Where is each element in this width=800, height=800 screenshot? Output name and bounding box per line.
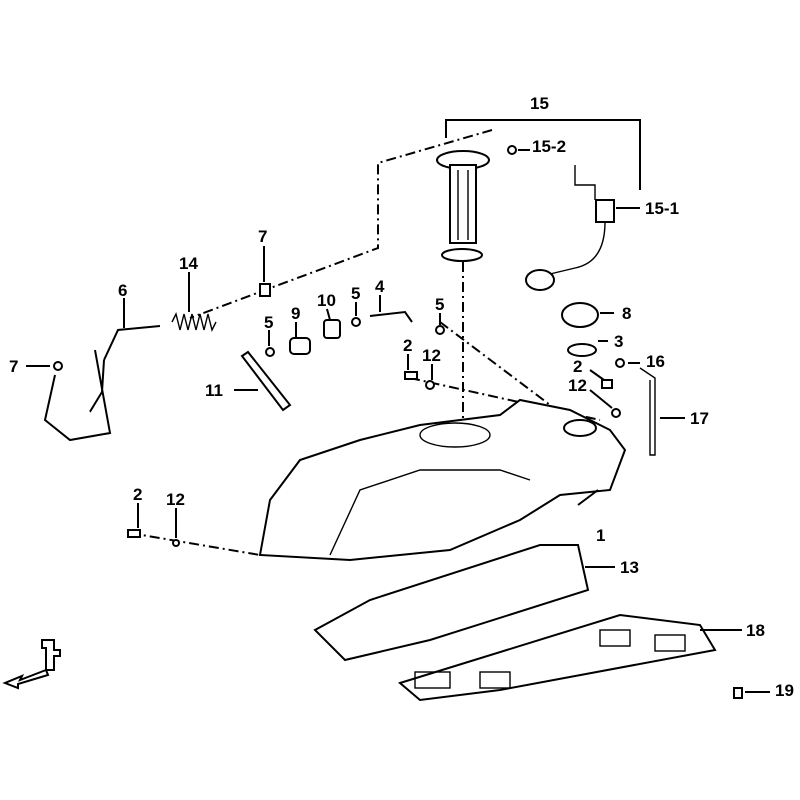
gasket xyxy=(567,343,597,357)
callout-19: 19 xyxy=(775,681,794,700)
fuel-level-sender xyxy=(525,165,615,291)
callout-8: 8 xyxy=(622,304,631,323)
mat xyxy=(313,544,590,662)
bracket-15 xyxy=(445,119,641,190)
callout-5: 5 xyxy=(351,284,360,303)
callout-7: 7 xyxy=(258,227,267,246)
fuel-filter xyxy=(289,337,311,355)
clip-7 xyxy=(259,283,271,297)
callout-3: 3 xyxy=(614,332,623,351)
callout-16: 16 xyxy=(646,352,665,371)
callout-17: 17 xyxy=(690,409,709,428)
callout-9: 9 xyxy=(291,304,300,323)
under-plate xyxy=(397,613,717,702)
fuel-tank xyxy=(258,398,627,562)
callout-4: 4 xyxy=(375,277,385,296)
callout-5: 5 xyxy=(435,295,444,314)
callout-15-2: 15-2 xyxy=(532,137,566,156)
screw-19 xyxy=(733,687,743,699)
callout-12: 12 xyxy=(568,376,587,395)
callout-7: 7 xyxy=(9,357,18,376)
callout-10: 10 xyxy=(317,291,336,310)
callout-2: 2 xyxy=(573,357,582,376)
hose-11 xyxy=(240,350,292,412)
callout-14: 14 xyxy=(179,254,198,273)
callout-6: 6 xyxy=(118,281,127,300)
fuel-pump xyxy=(436,150,490,262)
callout-5: 5 xyxy=(264,313,273,332)
callout-2: 2 xyxy=(403,336,412,355)
callout-2: 2 xyxy=(133,485,142,504)
callout-15: 15 xyxy=(530,94,549,113)
callout-12: 12 xyxy=(166,490,185,509)
screw-15-2 xyxy=(507,145,517,155)
bolt-2a xyxy=(404,371,418,380)
callout-13: 13 xyxy=(620,558,639,577)
drain-tube xyxy=(639,367,656,456)
callout-18: 18 xyxy=(746,621,765,640)
spring xyxy=(171,311,217,333)
callout-11: 11 xyxy=(205,381,223,400)
callout-12: 12 xyxy=(422,346,441,365)
clip-7b xyxy=(53,361,63,371)
front-direction-icon xyxy=(2,639,61,690)
callout-1: 1 xyxy=(596,526,605,545)
hose-4 xyxy=(369,310,413,323)
fuel-cap xyxy=(561,302,599,328)
callout-15-1: 15-1 xyxy=(645,199,679,218)
damper xyxy=(323,319,341,339)
